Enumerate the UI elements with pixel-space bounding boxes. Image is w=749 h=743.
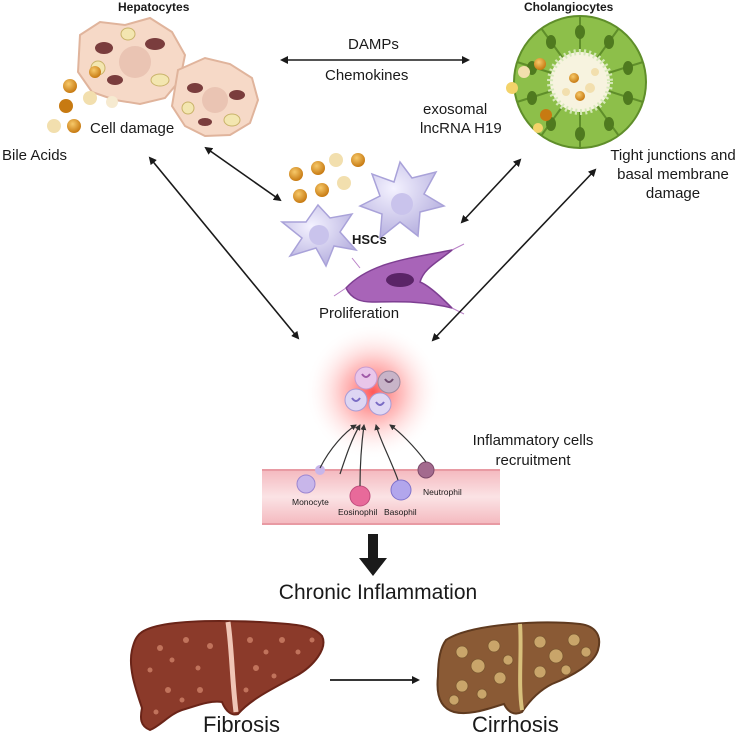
tight-junctions-label-line1: Tight junctions and (610, 147, 736, 164)
activated-stellate-cell (333, 243, 465, 315)
recruitment-label-line1: Inflammatory cells (472, 432, 594, 449)
recruitment-arrows (319, 424, 427, 487)
exosomal-label-line1: exosomal (423, 101, 488, 118)
stellate-cell-2 (358, 160, 446, 240)
hepatocyte-cell-1 (76, 16, 187, 106)
proliferation-label: Proliferation (319, 305, 400, 322)
cell-damage-to-hsc-arrow (204, 146, 282, 202)
bile-acid-droplets-right (506, 58, 552, 133)
cholangiocyte-to-inflammation-arrow (431, 168, 597, 342)
basophil-label: Basophil (384, 507, 417, 517)
fibrotic-liver (130, 620, 325, 732)
monocyte-label: Monocyte (292, 497, 329, 507)
neutrophil-label: Neutrophil (423, 487, 462, 497)
fibrosis-label: Fibrosis (203, 712, 281, 737)
hsc-label: HSCs (352, 232, 387, 247)
blood-vessel (262, 461, 500, 525)
bile-acids-to-inflammation-arrow (148, 156, 300, 340)
chemokines-label: Chemokines (325, 67, 409, 84)
damps-label: DAMPs (348, 36, 399, 53)
inflammation-site (305, 324, 441, 460)
tight-junctions-label-line2: basal membrane (617, 166, 729, 183)
bile-acid-droplets-left (47, 66, 118, 133)
exosomal-to-hsc-arrow (460, 158, 522, 224)
hepatocyte-cell-2 (170, 56, 260, 138)
cholangiocyte-duct (513, 15, 647, 149)
bile-acids-label: Bile Acids (2, 147, 68, 164)
exosomal-label-line2: lncRNA H19 (420, 120, 502, 137)
down-arrow (359, 534, 387, 576)
stellate-cell-1 (279, 203, 359, 268)
chronic-inflammation-label: Chronic Inflammation (278, 581, 478, 604)
bile-acid-droplets-center (289, 153, 365, 203)
cirrhotic-liver (436, 621, 601, 715)
cell-damage-label: Cell damage (90, 120, 175, 137)
connection-arrows (148, 56, 597, 342)
hepatocytes-title: Hepatocytes (118, 0, 190, 14)
eosinophil-label: Eosinophil (338, 507, 378, 517)
recruitment-label-line2: recruitment (495, 452, 571, 469)
cholangiocytes-title: Cholangiocytes (524, 0, 614, 14)
tight-junctions-label-line3: damage (645, 185, 701, 202)
cirrhosis-label: Cirrhosis (472, 712, 559, 737)
